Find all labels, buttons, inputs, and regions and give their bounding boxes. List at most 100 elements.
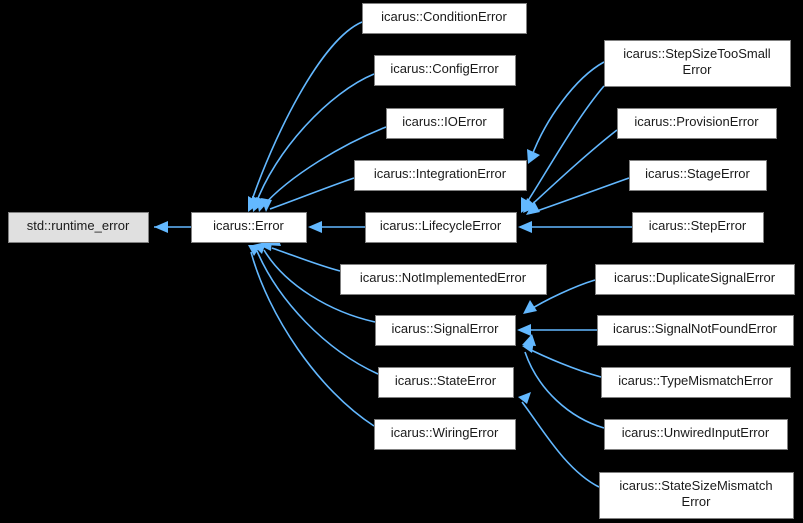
edge-line [261, 126, 387, 208]
edge-line [523, 85, 605, 208]
edges-layer [154, 21, 632, 488]
edge-step_error-to-lifecycle_error [518, 221, 632, 233]
node-box[interactable] [354, 160, 527, 191]
node-signal_error[interactable]: icarus::SignalError [375, 315, 516, 346]
node-runtime_error[interactable]: std::runtime_error [8, 212, 149, 243]
node-box[interactable] [374, 55, 516, 86]
node-lifecycle_error[interactable]: icarus::LifecycleError [365, 212, 517, 243]
node-label: icarus::LifecycleError [380, 218, 502, 233]
arrowhead-icon [522, 341, 534, 353]
edge-step_size_too_small_error-to-lifecycle_error [521, 85, 605, 213]
edge-line [524, 351, 605, 429]
node-box[interactable] [374, 419, 516, 450]
node-stage_error[interactable]: icarus::StageError [629, 160, 767, 191]
edge-duplicate_signal_error-to-signal_error [523, 279, 596, 314]
node-box[interactable] [617, 108, 777, 139]
node-label: icarus::IntegrationError [374, 166, 507, 181]
arrowhead-icon [527, 149, 540, 164]
node-box[interactable] [599, 472, 794, 519]
arrowhead-icon [526, 201, 540, 215]
edge-stage_error-to-lifecycle_error [526, 177, 630, 215]
node-label: icarus::Error [213, 218, 284, 233]
node-box[interactable] [340, 264, 547, 295]
edge-line [250, 251, 375, 427]
node-label: icarus::TypeMismatchError [618, 373, 773, 388]
edge-unwired_input_error-to-signal_error [522, 341, 605, 429]
node-box[interactable] [604, 40, 791, 87]
node-box[interactable] [375, 315, 516, 346]
arrowhead-icon [518, 392, 531, 404]
node-io_error[interactable]: icarus::IOError [386, 108, 504, 139]
node-label: icarus::NotImplementedError [360, 270, 527, 285]
node-label: icarus::UnwiredInputError [622, 425, 770, 440]
node-box[interactable] [629, 160, 767, 191]
node-label: icarus::ConditionError [381, 9, 507, 24]
node-config_error[interactable]: icarus::ConfigError [374, 55, 516, 86]
node-box[interactable] [597, 315, 794, 346]
node-type_mismatch_error[interactable]: icarus::TypeMismatchError [601, 367, 791, 398]
node-wiring_error[interactable]: icarus::WiringError [374, 419, 516, 450]
node-label: icarus::StepError [649, 218, 747, 233]
node-integration_error[interactable]: icarus::IntegrationError [354, 160, 527, 191]
edge-line [256, 250, 379, 375]
nodes-layer: std::runtime_error icarus::Error icarus::C… [8, 3, 795, 519]
edge-step_size_too_small_error-to-integration_error [527, 61, 605, 164]
arrowhead-icon [523, 198, 537, 213]
edge-line [249, 21, 363, 207]
node-error[interactable]: icarus::Error [191, 212, 307, 243]
arrowhead-icon [154, 221, 168, 233]
node-box[interactable] [604, 419, 788, 450]
edge-line [530, 61, 605, 159]
arrowhead-icon [308, 221, 322, 233]
arrowhead-icon [523, 300, 537, 314]
edge-wiring_error-to-error [248, 245, 375, 427]
node-box[interactable] [378, 367, 514, 398]
node-state_error[interactable]: icarus::StateError [378, 367, 514, 398]
node-signal_not_found_error[interactable]: icarus::SignalNotFoundError [597, 315, 794, 346]
node-step_error[interactable]: icarus::StepError [632, 212, 764, 243]
edge-signal_not_found_error-to-signal_error [517, 324, 597, 336]
node-label: std::runtime_error [27, 218, 130, 233]
node-provision_error[interactable]: icarus::ProvisionError [617, 108, 777, 139]
edge-line [271, 247, 341, 272]
node-not_implemented_error[interactable]: icarus::NotImplementedError [340, 264, 547, 295]
arrowhead-icon [261, 198, 272, 212]
node-label: icarus::SignalError [392, 321, 500, 336]
node-label: icarus::ProvisionError [634, 114, 759, 129]
node-label: icarus::DuplicateSignalError [614, 270, 776, 285]
edge-line [530, 177, 630, 214]
node-box[interactable] [601, 367, 791, 398]
node-duplicate_signal_error[interactable]: icarus::DuplicateSignalError [595, 264, 795, 295]
node-unwired_input_error[interactable]: icarus::UnwiredInputError [604, 419, 788, 450]
edge-line [269, 177, 355, 210]
node-box[interactable] [8, 212, 149, 243]
arrowhead-icon [517, 324, 531, 336]
node-label: icarus::IOError [402, 114, 487, 129]
node-label: icarus::SignalNotFoundError [613, 321, 778, 336]
edge-line [521, 401, 600, 488]
edge-state_size_mismatch_error-to-state_error [518, 392, 600, 488]
arrowhead-icon [248, 245, 261, 256]
node-box[interactable] [362, 3, 527, 34]
edge-line [263, 249, 376, 323]
edge-provision_error-to-lifecycle_error [523, 129, 618, 213]
node-condition_error[interactable]: icarus::ConditionError [362, 3, 527, 34]
node-box[interactable] [191, 212, 307, 243]
node-label: icarus::StageError [645, 166, 750, 181]
arrowhead-icon [518, 221, 532, 233]
node-box[interactable] [386, 108, 504, 139]
edge-line [526, 347, 602, 378]
node-label: icarus::ConfigError [390, 61, 499, 76]
node-label: icarus::WiringError [391, 425, 499, 440]
node-box[interactable] [595, 264, 795, 295]
edge-line [526, 129, 618, 210]
node-box[interactable] [365, 212, 517, 243]
edge-config_error-to-error [252, 73, 375, 212]
node-box[interactable] [632, 212, 764, 243]
